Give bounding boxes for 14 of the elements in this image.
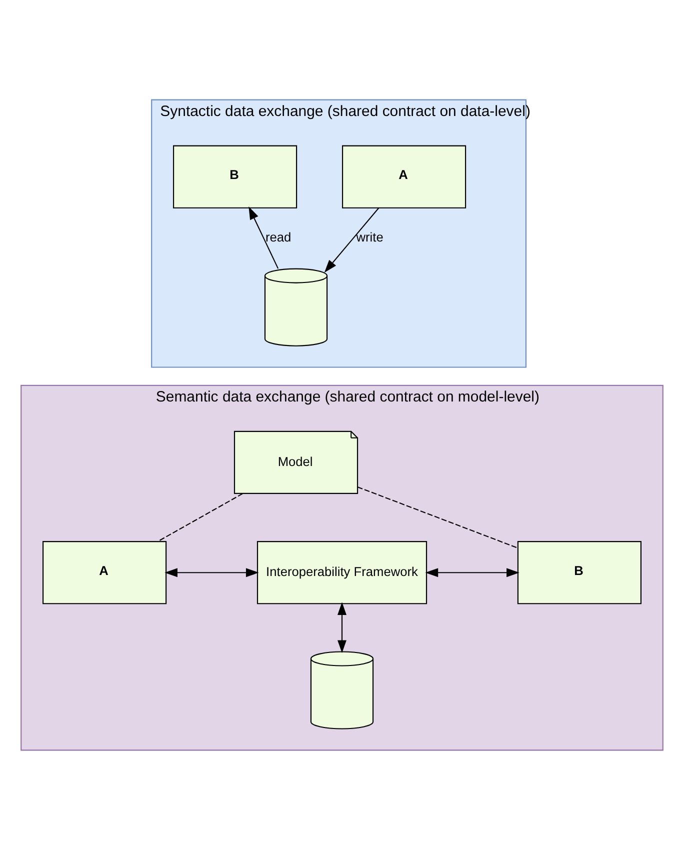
arrow: [338, 602, 346, 653]
arrow: [324, 207, 380, 272]
node-box: B: [173, 144, 298, 208]
edge-label: write: [356, 229, 384, 244]
node-box: Interoperability Framework: [256, 540, 428, 604]
node-box: B: [517, 540, 642, 604]
connector: [357, 486, 518, 548]
arrow: [425, 568, 520, 577]
connector: [158, 492, 243, 542]
arrow: [248, 206, 279, 268]
node-box: A: [42, 540, 167, 604]
arrow: [164, 568, 259, 577]
edge-label: read: [266, 229, 292, 244]
node-box: A: [342, 144, 466, 208]
